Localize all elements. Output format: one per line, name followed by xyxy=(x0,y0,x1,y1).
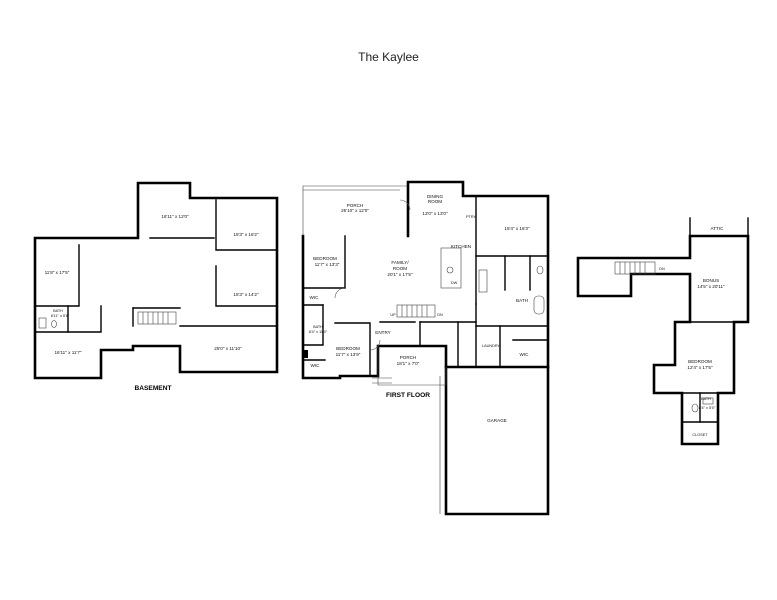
family-dim: 20'1" x 17'5" xyxy=(387,272,413,277)
cabinet-mark xyxy=(303,350,308,358)
basement-label: BASEMENT xyxy=(135,385,172,392)
second-floor-plan: ATTIC BONUS 14'5" x 20'11" DN BEDROOM 12… xyxy=(576,217,750,446)
bath2-label: BATH xyxy=(516,298,528,303)
laundry-label: LAUNDRY xyxy=(482,344,501,348)
wic2-label: WIC xyxy=(311,363,321,368)
toilet-icon xyxy=(691,403,699,413)
stairs-up-label: UP xyxy=(390,313,396,317)
bedroom2-dim: 11'7" x 13'9" xyxy=(336,352,361,357)
closet-label: CLOSET xyxy=(692,433,708,437)
pantry-label: PTRY xyxy=(466,215,477,219)
basement-room-1: 16'11" x 12'0" xyxy=(161,214,189,219)
primary-bedroom-dim: 15'4" x 16'3" xyxy=(504,226,530,231)
basement-bath-name: BATH xyxy=(53,309,63,313)
dining-name-line1: DINING xyxy=(427,194,444,199)
page-title: The Kaylee xyxy=(358,50,419,64)
dining-name-line2: ROOM xyxy=(428,199,442,204)
kitchen-label: KITCHEN xyxy=(451,244,471,249)
bedroom2-name: BEDROOM xyxy=(336,346,360,351)
stairs-dn-label: DN xyxy=(437,313,443,317)
bath1-dim: 8'4" x 11'0" xyxy=(309,330,328,334)
basement-room-3: 11'8" x 17'5" xyxy=(45,270,70,275)
bathtub-icon xyxy=(533,295,545,315)
sink-icon xyxy=(446,266,454,274)
basement-room-6: 25'0" x 11'10" xyxy=(214,346,242,351)
second-floor-stairs xyxy=(614,261,656,275)
wic3-label: WIC xyxy=(520,352,530,357)
dishwasher-label: DW xyxy=(451,281,458,285)
kitchen-island xyxy=(440,247,462,289)
basement-stairs xyxy=(137,311,177,325)
bonus-name: BONUS xyxy=(703,278,719,283)
entry-label: ENTRY xyxy=(375,330,391,335)
wic1-label: WIC xyxy=(310,295,320,300)
porch-back-dim: 25'10" x 12'0" xyxy=(341,208,369,213)
bonus-dim: 14'5" x 20'11" xyxy=(697,284,725,289)
porch-front-dim: 18'1" x 7'0" xyxy=(397,361,420,366)
toilet-icon xyxy=(51,320,57,328)
bath-dim: 8'4" x 5'0" xyxy=(699,406,716,410)
basement-room-2: 15'3" x 16'2" xyxy=(233,232,259,237)
porch-front-name: PORCH xyxy=(400,355,417,360)
bedroom-dim: 12'4" x 17'5" xyxy=(687,365,713,370)
attic-label: ATTIC xyxy=(711,226,725,231)
bath-name: BATH xyxy=(701,397,711,401)
dining-dim: 13'0" x 13'0" xyxy=(422,211,448,216)
first-floor-plan: PORCH 25'10" x 12'0" DINING ROOM 13'0" x… xyxy=(301,180,550,516)
first-floor-stairs xyxy=(396,304,436,318)
garage-label: GARAGE xyxy=(487,418,507,423)
bedroom-name: BEDROOM xyxy=(688,359,712,364)
first-floor-label: FIRST FLOOR xyxy=(386,392,430,399)
basement-room-5: 16'11" x 11'7" xyxy=(54,350,81,355)
basement-room-4: 15'3" x 14'2" xyxy=(233,292,259,297)
bath1-name: BATH xyxy=(313,325,323,329)
bedroom1-name: BEDROOM xyxy=(313,256,337,261)
family-name-line1: FAMILY/ xyxy=(391,260,409,265)
basement-plan: 16'11" x 12'0" 15'3" x 16'2" 11'8" x 17'… xyxy=(33,181,279,392)
family-name-line2: ROOM xyxy=(393,266,407,271)
vanity-icon xyxy=(702,397,714,405)
vanity-icon xyxy=(478,269,488,293)
bath-vanity xyxy=(38,317,47,329)
toilet-icon xyxy=(536,265,544,275)
bedroom1-dim: 11'7" x 13'3" xyxy=(315,262,340,267)
porch-back-name: PORCH xyxy=(347,203,364,208)
stairs-dn-label: DN xyxy=(659,267,665,271)
basement-bath-dim: 8'11" x 5'6" xyxy=(51,314,70,318)
